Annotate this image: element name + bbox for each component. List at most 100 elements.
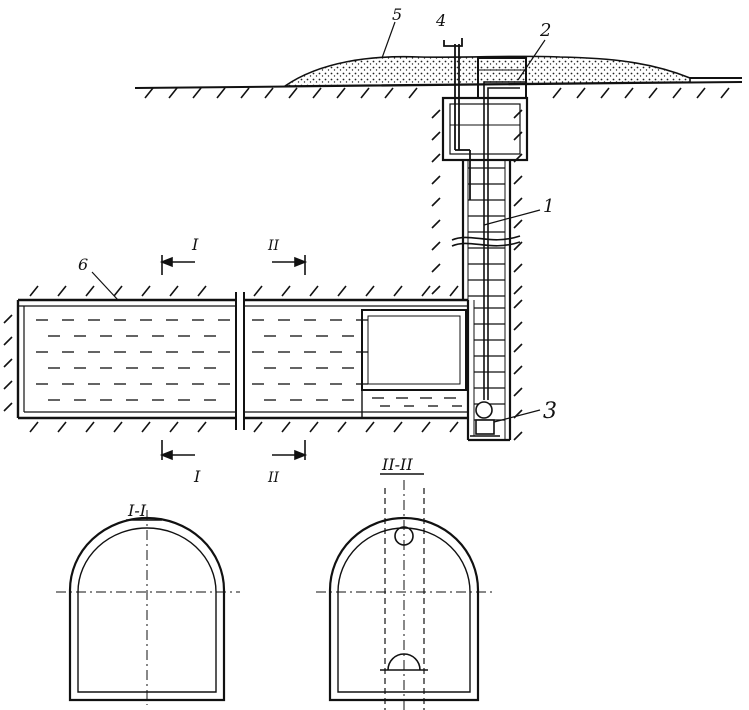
hatch-stroke bbox=[513, 241, 523, 251]
hatch-stroke bbox=[57, 285, 67, 297]
ground-hatching bbox=[3, 87, 730, 441]
hatch-stroke bbox=[169, 285, 179, 297]
section-title-ii-ii: II-II bbox=[381, 455, 413, 474]
hatch-stroke bbox=[513, 387, 523, 397]
hatch-stroke bbox=[192, 87, 202, 99]
hatch-stroke bbox=[281, 285, 291, 297]
label-crown: 6 bbox=[78, 255, 88, 274]
hatch-stroke bbox=[3, 402, 13, 412]
hatch-stroke bbox=[113, 421, 123, 433]
hatch-stroke bbox=[393, 285, 403, 297]
label-head: 2 bbox=[539, 20, 551, 41]
hatch-stroke bbox=[336, 87, 346, 99]
hatch-stroke bbox=[576, 87, 586, 99]
section-label-i-top: I bbox=[191, 235, 199, 254]
hatch-stroke bbox=[449, 285, 459, 297]
hatch-stroke bbox=[431, 153, 441, 163]
hatch-stroke bbox=[113, 285, 123, 297]
hatch-stroke bbox=[197, 285, 207, 297]
hatch-stroke bbox=[513, 263, 523, 273]
hatch-stroke bbox=[29, 285, 39, 297]
hatch-stroke bbox=[513, 109, 523, 119]
section-label-ii-top: II bbox=[267, 238, 280, 254]
hatch-stroke bbox=[513, 175, 523, 185]
hatch-stroke bbox=[264, 87, 274, 99]
hatch-stroke bbox=[513, 197, 523, 207]
hatch-stroke bbox=[624, 87, 634, 99]
hatch-stroke bbox=[3, 380, 13, 390]
hatch-stroke bbox=[513, 431, 523, 441]
tunnel-lining-dashes bbox=[36, 319, 462, 407]
leader-lines bbox=[91, 21, 546, 423]
spoil-heap bbox=[282, 55, 691, 87]
hatch-stroke bbox=[309, 285, 319, 297]
hatch-stroke bbox=[197, 421, 207, 433]
hatch-stroke bbox=[3, 314, 13, 324]
hatch-stroke bbox=[240, 87, 250, 99]
hatch-stroke bbox=[141, 285, 151, 297]
hatch-stroke bbox=[513, 131, 523, 141]
hatch-stroke bbox=[513, 299, 523, 309]
hatch-stroke bbox=[141, 421, 151, 433]
hatch-stroke bbox=[309, 421, 319, 433]
cross-section-i-i bbox=[56, 510, 240, 705]
shaft-break-mark bbox=[451, 235, 521, 247]
hatch-stroke bbox=[449, 421, 459, 433]
hatch-stroke bbox=[216, 87, 226, 99]
label-pipe: 4 bbox=[435, 11, 446, 30]
hatch-stroke bbox=[431, 175, 441, 185]
hatch-stroke bbox=[365, 285, 375, 297]
hatch-stroke bbox=[393, 421, 403, 433]
hatch-stroke bbox=[672, 87, 682, 99]
cross-section-ii-ii bbox=[316, 480, 494, 710]
hatch-stroke bbox=[253, 421, 263, 433]
label-pump: 3 bbox=[543, 399, 557, 424]
hatch-stroke bbox=[720, 87, 730, 99]
vertical-shaft bbox=[441, 57, 529, 442]
label-shaft: 1 bbox=[543, 196, 554, 217]
section-marks bbox=[159, 255, 308, 461]
hatch-stroke bbox=[168, 87, 178, 99]
hatch-stroke bbox=[3, 358, 13, 368]
hatch-stroke bbox=[337, 285, 347, 297]
hatch-stroke bbox=[253, 285, 263, 297]
hatch-stroke bbox=[288, 87, 298, 99]
hatch-stroke bbox=[337, 421, 347, 433]
hatch-stroke bbox=[57, 421, 67, 433]
hatch-stroke bbox=[552, 87, 562, 99]
hatch-stroke bbox=[431, 131, 441, 141]
hatch-stroke bbox=[312, 87, 322, 99]
pump-line bbox=[483, 81, 525, 400]
hatch-stroke bbox=[431, 197, 441, 207]
hatch-stroke bbox=[431, 109, 441, 119]
hatch-stroke bbox=[513, 343, 523, 353]
discharge-pipe bbox=[443, 38, 471, 200]
label-spoil: 5 bbox=[392, 5, 402, 24]
hatch-stroke bbox=[384, 87, 394, 99]
section-label-i-bottom: I bbox=[193, 467, 201, 486]
hatch-stroke bbox=[513, 321, 523, 331]
hatch-stroke bbox=[421, 285, 431, 297]
hatch-stroke bbox=[29, 421, 39, 433]
hatch-stroke bbox=[144, 87, 154, 99]
hatch-stroke bbox=[648, 87, 658, 99]
tunnel bbox=[16, 292, 468, 430]
hatch-stroke bbox=[431, 285, 441, 295]
section-title-i-i: I-I bbox=[127, 501, 147, 520]
hatch-stroke bbox=[360, 87, 370, 99]
hatch-stroke bbox=[281, 421, 291, 433]
pump bbox=[470, 401, 500, 437]
hatch-stroke bbox=[600, 87, 610, 99]
hatch-stroke bbox=[85, 285, 95, 297]
hatch-stroke bbox=[169, 421, 179, 433]
hatch-stroke bbox=[696, 87, 706, 99]
hatch-stroke bbox=[408, 87, 418, 99]
hatch-stroke bbox=[431, 263, 441, 273]
hatch-stroke bbox=[365, 421, 375, 433]
hatch-stroke bbox=[85, 421, 95, 433]
section-label-ii-bottom: II bbox=[267, 470, 280, 486]
hatch-stroke bbox=[431, 241, 441, 251]
hatch-stroke bbox=[513, 285, 523, 295]
hatch-stroke bbox=[3, 336, 13, 346]
